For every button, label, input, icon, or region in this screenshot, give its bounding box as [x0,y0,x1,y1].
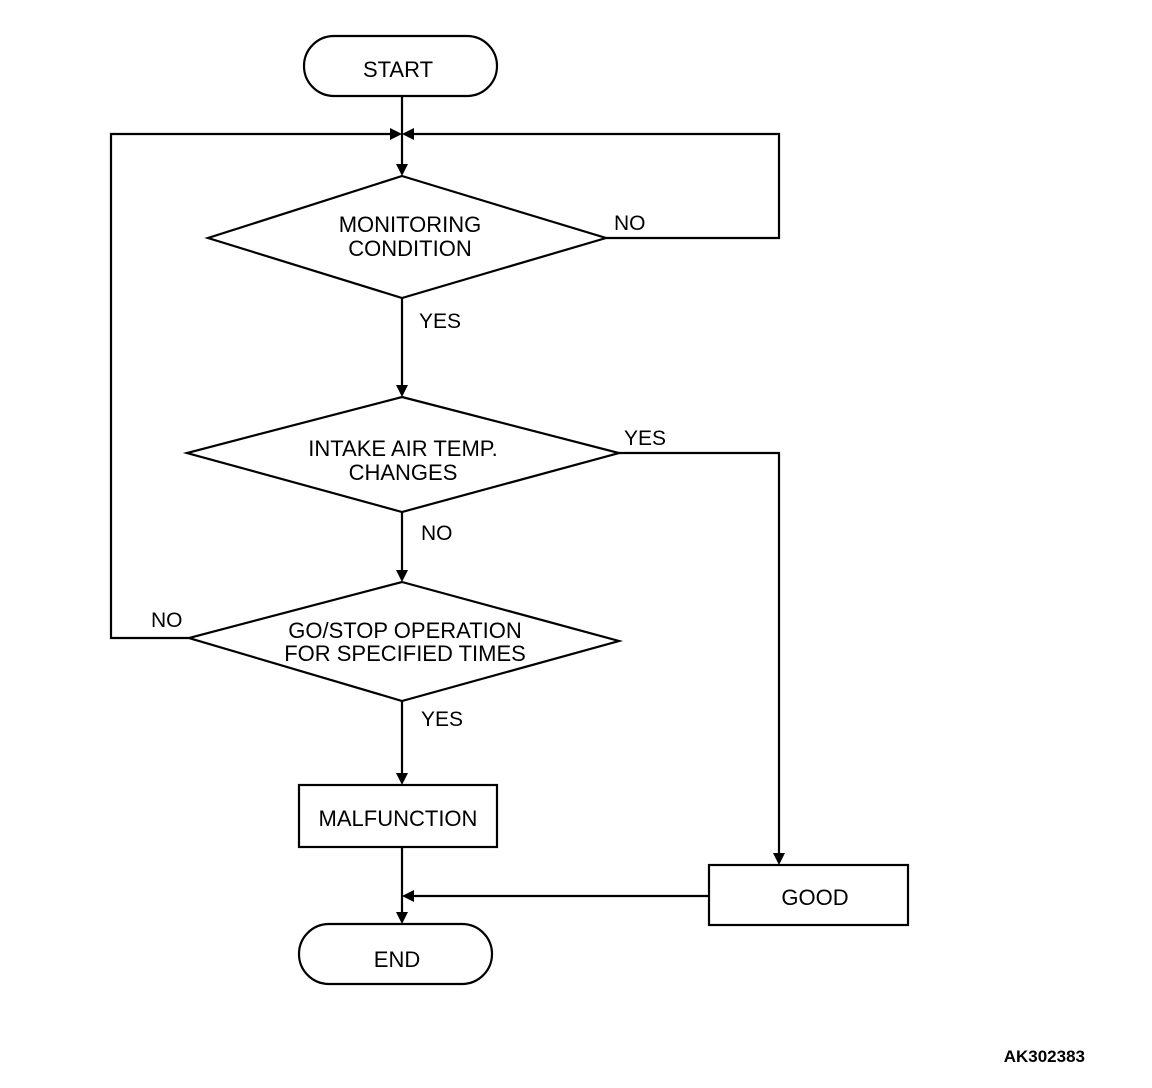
monitoring-label-line1: MONITORING [339,212,482,237]
arrowhead-into-intake [396,385,408,397]
arrowhead-good-to-end [402,890,414,902]
intake-yes-label: YES [624,427,666,450]
gostop-label-line1: GO/STOP OPERATION [288,618,522,643]
start-terminal: START [302,34,499,98]
monitoring-no-loop-line [412,132,781,240]
end-label: END [374,947,420,972]
arrowhead-into-end [396,912,408,924]
arrowhead-into-good [773,853,785,865]
gostop-yes-label: YES [421,708,463,731]
arrowhead-into-malfunction [396,773,408,785]
gostop-no-label: NO [151,609,183,632]
gostop-label-line2: FOR SPECIFIED TIMES [284,641,526,666]
monitoring-label-line2: CONDITION [348,236,471,261]
arrowhead-loop-right [402,128,414,140]
start-label: START [363,57,433,82]
go-stop-operation-decision: GO/STOP OPERATION FOR SPECIFIED TIMES [184,580,624,703]
malfunction-process: MALFUNCTION [297,783,499,849]
monitoring-condition-decision: MONITORING CONDITION [204,174,610,300]
arrowhead-into-monitoring [396,164,408,176]
arrowheads [390,128,785,924]
intake-label-line2: CHANGES [349,460,458,485]
good-label: GOOD [781,885,848,910]
intake-air-temp-decision: INTAKE AIR TEMP. CHANGES [182,395,624,514]
good-process: GOOD [707,863,910,927]
arrowhead-into-gostop [396,570,408,582]
monitoring-yes-label: YES [419,310,461,333]
figure-code: AK302383 [1004,1047,1085,1066]
monitoring-no-label: NO [614,212,646,235]
connectors [109,96,781,916]
intake-no-label: NO [421,522,453,545]
intake-label-line1: INTAKE AIR TEMP. [308,436,498,461]
end-terminal: END [297,922,494,986]
gostop-no-loop-line [109,132,392,640]
arrowhead-loop-left [390,128,402,140]
intake-yes-line [619,451,781,856]
malfunction-label: MALFUNCTION [319,806,478,831]
